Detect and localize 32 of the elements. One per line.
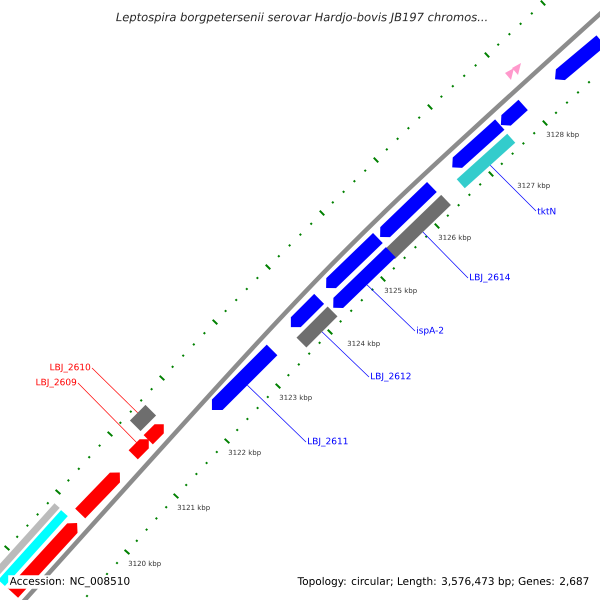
gene-block bbox=[0, 503, 60, 575]
gene-feature bbox=[380, 182, 437, 238]
gene-label: LBJ_2611 bbox=[308, 438, 348, 446]
leader-line bbox=[78, 382, 137, 443]
gene-feature bbox=[128, 439, 149, 460]
gene-block bbox=[0, 510, 68, 586]
gene-label: LBJ_2612 bbox=[371, 372, 411, 382]
gene-feature bbox=[144, 424, 164, 444]
gene-feature bbox=[290, 294, 324, 328]
title: Leptospira borgpetersenii serovar Hardjo-bovis JB197 chromos... bbox=[116, 12, 487, 24]
gene-label: ispA-2 bbox=[417, 326, 444, 336]
leader-line bbox=[247, 384, 306, 442]
gene-block bbox=[456, 134, 516, 188]
gene-label: LBJ_2609 bbox=[36, 378, 76, 388]
leader-line bbox=[366, 284, 416, 332]
gene-feature bbox=[326, 232, 383, 288]
footer-text: Accession: NC_008510 bbox=[8, 575, 132, 589]
gene-label: LBJ_2610 bbox=[50, 364, 90, 372]
leader-line bbox=[322, 332, 370, 378]
gene-feature bbox=[452, 119, 504, 168]
gene-feature bbox=[500, 100, 528, 126]
gene-block bbox=[130, 404, 156, 432]
leader-line bbox=[422, 232, 468, 278]
gene-label: LBJ_2614 bbox=[470, 274, 510, 282]
leader-line bbox=[490, 164, 536, 212]
gene-feature bbox=[75, 472, 120, 518]
leader-line bbox=[92, 368, 138, 414]
gene-feature bbox=[555, 35, 600, 80]
gene-label: tktN bbox=[537, 208, 556, 214]
gene-feature bbox=[212, 344, 278, 410]
footer-text: Topology: circular; Length: 3,576,473 bp; Genes: 2,687 bbox=[296, 575, 591, 589]
gene-block bbox=[296, 306, 338, 348]
